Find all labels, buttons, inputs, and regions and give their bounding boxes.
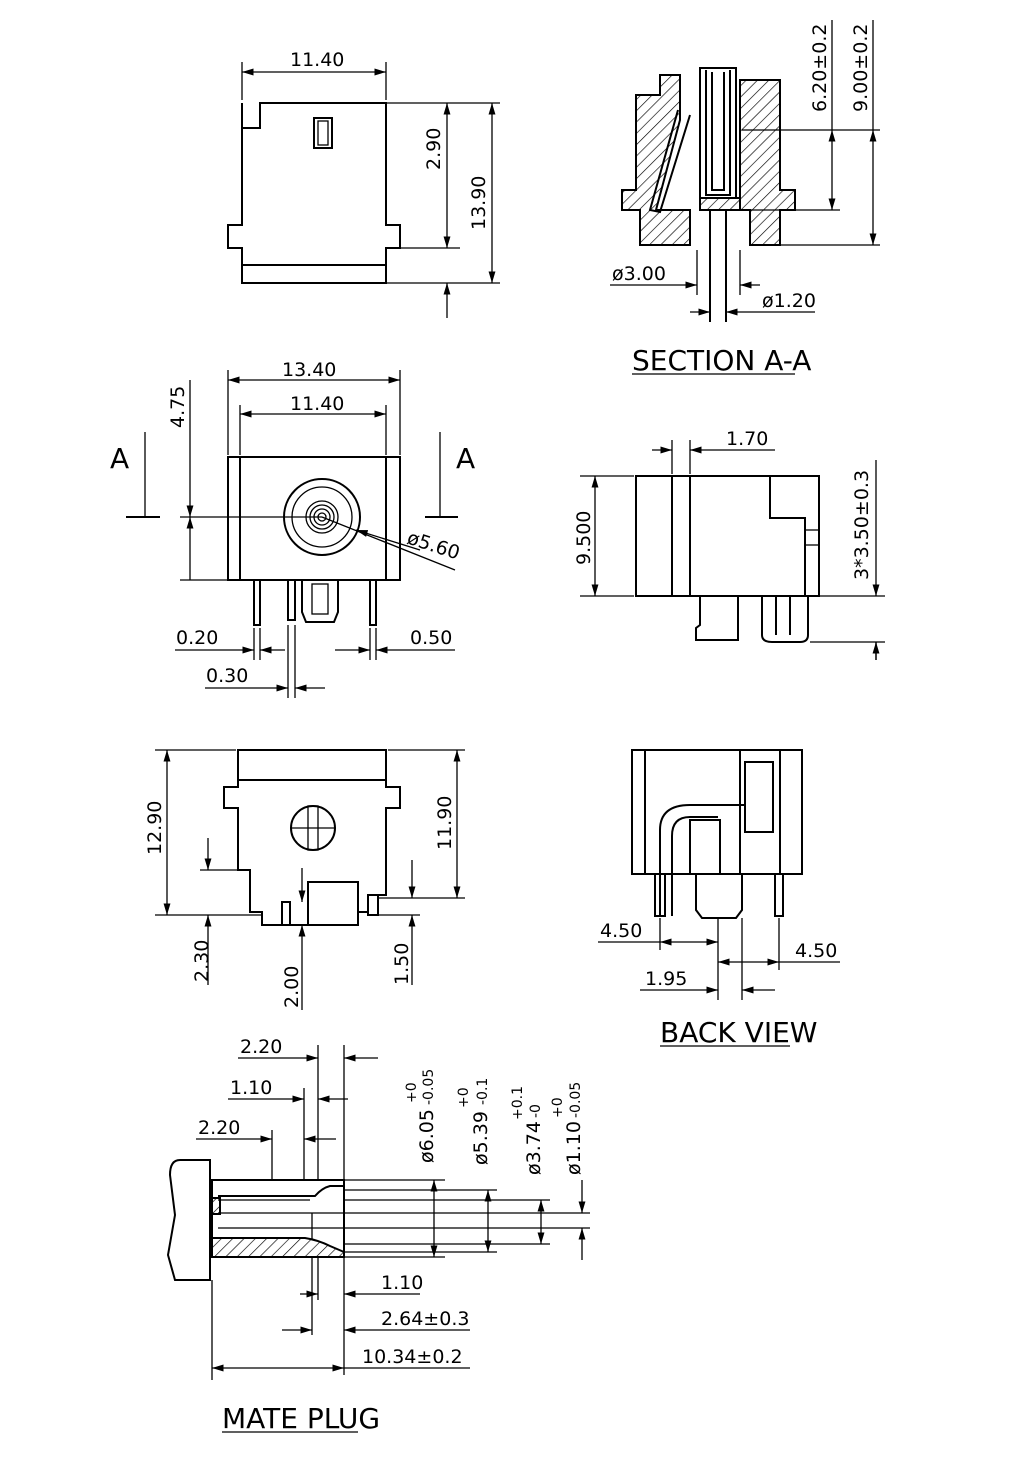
side-view: 1.70 9.500 3*3.50±0.3 bbox=[573, 428, 885, 660]
back-right-label: 4.50 bbox=[795, 940, 837, 962]
plug-body-dia-label: ø5.39 bbox=[470, 1111, 492, 1165]
section-title: SECTION A-A bbox=[632, 344, 811, 377]
plug-tip-dim-label: 1.10 bbox=[381, 1272, 423, 1294]
front-inner-width-label: 11.40 bbox=[290, 393, 344, 415]
section-marker-right: A bbox=[456, 442, 475, 475]
back-view: 4.50 4.50 1.95 BACK VIEW bbox=[598, 749, 840, 1049]
front-gap-right-label: 0.50 bbox=[410, 627, 452, 649]
section-view: 6.20±0.2 9.00±0.2 ø3.00 ø1.20 SECTION A-… bbox=[610, 20, 880, 377]
plug-top-dim-label: 2.20 bbox=[240, 1036, 282, 1058]
plug-inner-dia-tol-up: +0.1 bbox=[510, 1086, 526, 1120]
bottom-dim-b-label: 2.00 bbox=[281, 966, 303, 1008]
plug-outer-dia-label: ø6.05 bbox=[416, 1109, 438, 1163]
side-height-label: 9.500 bbox=[573, 511, 595, 565]
back-view-title: BACK VIEW bbox=[660, 1016, 817, 1049]
bottom-inner-height-label: 11.90 bbox=[434, 796, 456, 850]
top-view: 11.40 2.90 13.90 bbox=[227, 49, 500, 318]
plug-left-dim-label: 2.20 bbox=[198, 1117, 240, 1139]
section-overall-height-label: 9.00±0.2 bbox=[850, 24, 872, 112]
plug-body-dia-tol-up: +0 bbox=[456, 1087, 472, 1108]
section-marker-left: A bbox=[110, 442, 129, 475]
plug-outer-dia-tol-up: +0 bbox=[404, 1082, 420, 1103]
mate-plug-title: MATE PLUG bbox=[222, 1402, 380, 1435]
bottom-view: 12.90 11.90 2.30 2.00 1.50 bbox=[144, 749, 465, 1010]
top-height-label: 13.90 bbox=[468, 176, 490, 230]
section-pin-dia-label: ø1.20 bbox=[762, 290, 816, 312]
mate-plug-view: 2.20 1.10 2.20 ø6.05 +0 -0.05 ø5.39 +0 -… bbox=[166, 1036, 590, 1435]
plug-body-dia-tol-dn: -0.1 bbox=[475, 1078, 491, 1105]
top-width-label: 11.40 bbox=[290, 49, 344, 71]
plug-depth-dim-label: 2.64±0.3 bbox=[381, 1308, 469, 1330]
bottom-outer-height-label: 12.90 bbox=[144, 801, 166, 855]
front-opening-dia-label: ø5.60 bbox=[404, 527, 462, 565]
front-gap-center-label: 0.30 bbox=[206, 665, 248, 687]
front-view: ø5.60 13.40 11.40 4.75 A A 0.20 bbox=[110, 359, 475, 698]
section-pin-height-label: 6.20±0.2 bbox=[809, 24, 831, 112]
plug-pin-dia-tol-dn: -0.05 bbox=[568, 1082, 584, 1118]
section-hole-dia-label: ø3.00 bbox=[612, 263, 666, 285]
plug-length-dim-label: 10.34±0.2 bbox=[362, 1346, 463, 1368]
back-center-label: 1.95 bbox=[645, 968, 687, 990]
side-pin-length-label: 3*3.50±0.3 bbox=[851, 470, 873, 580]
bottom-dim-a-label: 2.30 bbox=[191, 940, 213, 982]
front-outer-width-label: 13.40 bbox=[282, 359, 336, 381]
bottom-dim-c-label: 1.50 bbox=[391, 943, 413, 985]
front-gap-left-label: 0.20 bbox=[176, 627, 218, 649]
front-center-height-label: 4.75 bbox=[167, 386, 189, 428]
plug-outer-dia-tol-dn: -0.05 bbox=[421, 1069, 437, 1105]
plug-mid-dim-label: 1.10 bbox=[230, 1077, 272, 1099]
side-step-label: 1.70 bbox=[726, 428, 768, 450]
plug-pin-dia-tol-up: +0 bbox=[550, 1097, 566, 1118]
top-offset-label: 2.90 bbox=[423, 128, 445, 170]
plug-inner-dia-tol-dn: -0 bbox=[528, 1104, 544, 1118]
plug-inner-dia-label: ø3.74 bbox=[523, 1121, 545, 1175]
back-left-label: 4.50 bbox=[600, 920, 642, 942]
plug-pin-dia-label: ø1.10 bbox=[563, 1121, 585, 1175]
